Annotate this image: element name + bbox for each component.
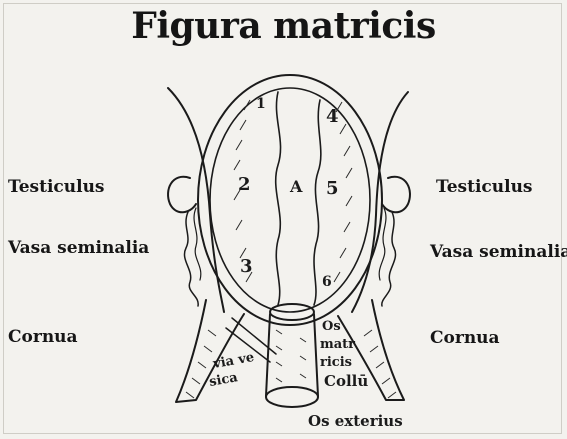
label-os-matricis-line3: ricis: [320, 355, 352, 370]
left-cornu-shape: [175, 299, 245, 403]
cell-number-2: 2: [238, 174, 251, 195]
figure-title: Figura matricis: [131, 5, 436, 47]
label-right-vasa-seminalia: Vasa seminalia: [430, 242, 567, 262]
cell-number-4: 4: [326, 106, 339, 127]
cell-number-1: 1: [256, 96, 266, 112]
label-left-cornua: Cornua: [8, 327, 78, 347]
cell-number-3: 3: [240, 256, 253, 277]
label-via-vesica-line1: via ve: [211, 350, 255, 372]
label-os-exterius: Os exterius: [308, 412, 403, 430]
via-vesica-channel: [225, 317, 277, 363]
uterus-inner-outline: [209, 87, 371, 313]
label-collum: Collū: [324, 372, 368, 390]
label-os-matricis-line1: Os: [322, 319, 341, 334]
left-testiculus-shape: [167, 175, 197, 214]
right-cornu-shape: [337, 299, 405, 401]
right-chamber-divider: [313, 99, 322, 306]
label-os-matricis-line2: matr: [320, 337, 355, 352]
right-outer-horn-line: [351, 91, 409, 313]
os-exterius-opening: [265, 386, 319, 408]
right-vasa-seminalia-vessel: [381, 211, 397, 307]
cell-number-6: 6: [322, 274, 332, 290]
cell-letter-a: A: [289, 177, 303, 196]
page-frame: [3, 3, 562, 434]
label-right-testiculus: Testiculus: [436, 177, 533, 197]
label-left-vasa-seminalia: Vasa seminalia: [8, 238, 150, 258]
label-left-testiculus: Testiculus: [8, 177, 105, 197]
right-testiculus-shape: [381, 175, 411, 214]
label-via-vesica-line2: sica: [208, 370, 239, 390]
cell-number-5: 5: [326, 178, 339, 199]
left-chamber-divider: [274, 91, 282, 306]
left-outer-horn-line: [167, 87, 225, 313]
label-right-cornua: Cornua: [430, 328, 500, 348]
cervix-upper-opening: [269, 303, 315, 321]
left-vasa-seminalia-vessel: [183, 211, 199, 307]
uterus-outer-outline: [197, 74, 383, 326]
